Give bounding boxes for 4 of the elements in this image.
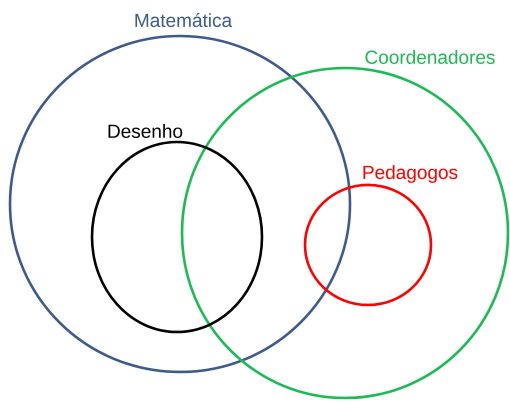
set-label: Pedagogos <box>363 165 458 183</box>
set-label: Matemática <box>135 12 232 28</box>
set-label: Coordenadores <box>365 50 495 64</box>
set-label: Desenho <box>108 124 182 138</box>
